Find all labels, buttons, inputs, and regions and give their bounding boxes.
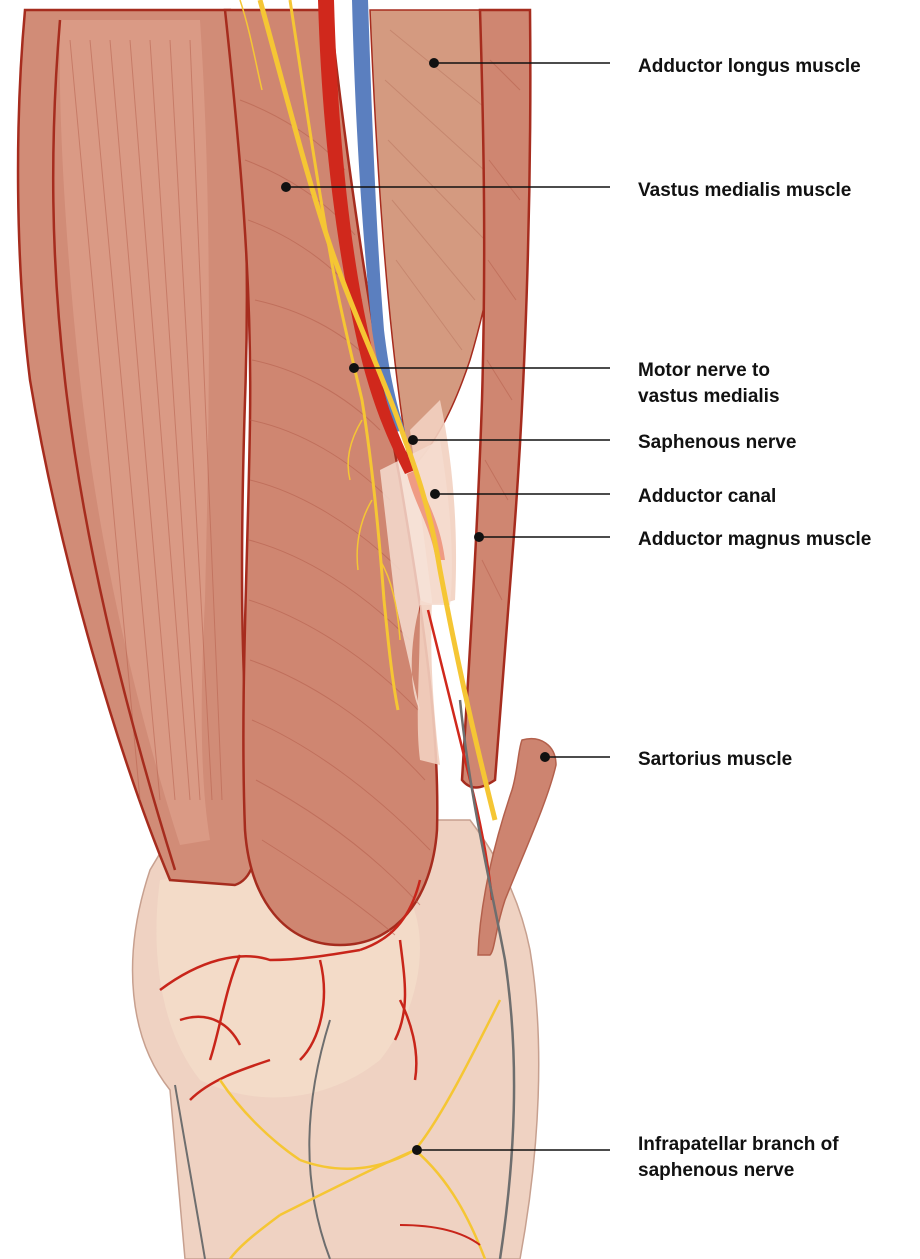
pointer-dot	[430, 489, 440, 499]
labels: Adductor longus muscle Vastus medialis m…	[638, 56, 871, 1181]
label-sartorius: Sartorius muscle	[638, 749, 792, 770]
pointer-dot	[412, 1145, 422, 1155]
label-vastus-medialis: Vastus medialis muscle	[638, 180, 851, 201]
label-adductor-longus: Adductor longus muscle	[638, 56, 861, 77]
pointer-dot	[281, 182, 291, 192]
pointer-dot	[349, 363, 359, 373]
pointer-dot	[408, 435, 418, 445]
label-infrapatellar-branch: Infrapatellar branch of saphenous nerve	[638, 1134, 844, 1181]
label-adductor-magnus: Adductor magnus muscle	[638, 529, 871, 550]
pointer-dot	[474, 532, 484, 542]
pointer-dot	[540, 752, 550, 762]
pointer-dot	[429, 58, 439, 68]
label-adductor-canal: Adductor canal	[638, 486, 776, 507]
label-motor-nerve: Motor nerve to vastus medialis	[638, 360, 780, 407]
label-saphenous-nerve: Saphenous nerve	[638, 432, 796, 453]
